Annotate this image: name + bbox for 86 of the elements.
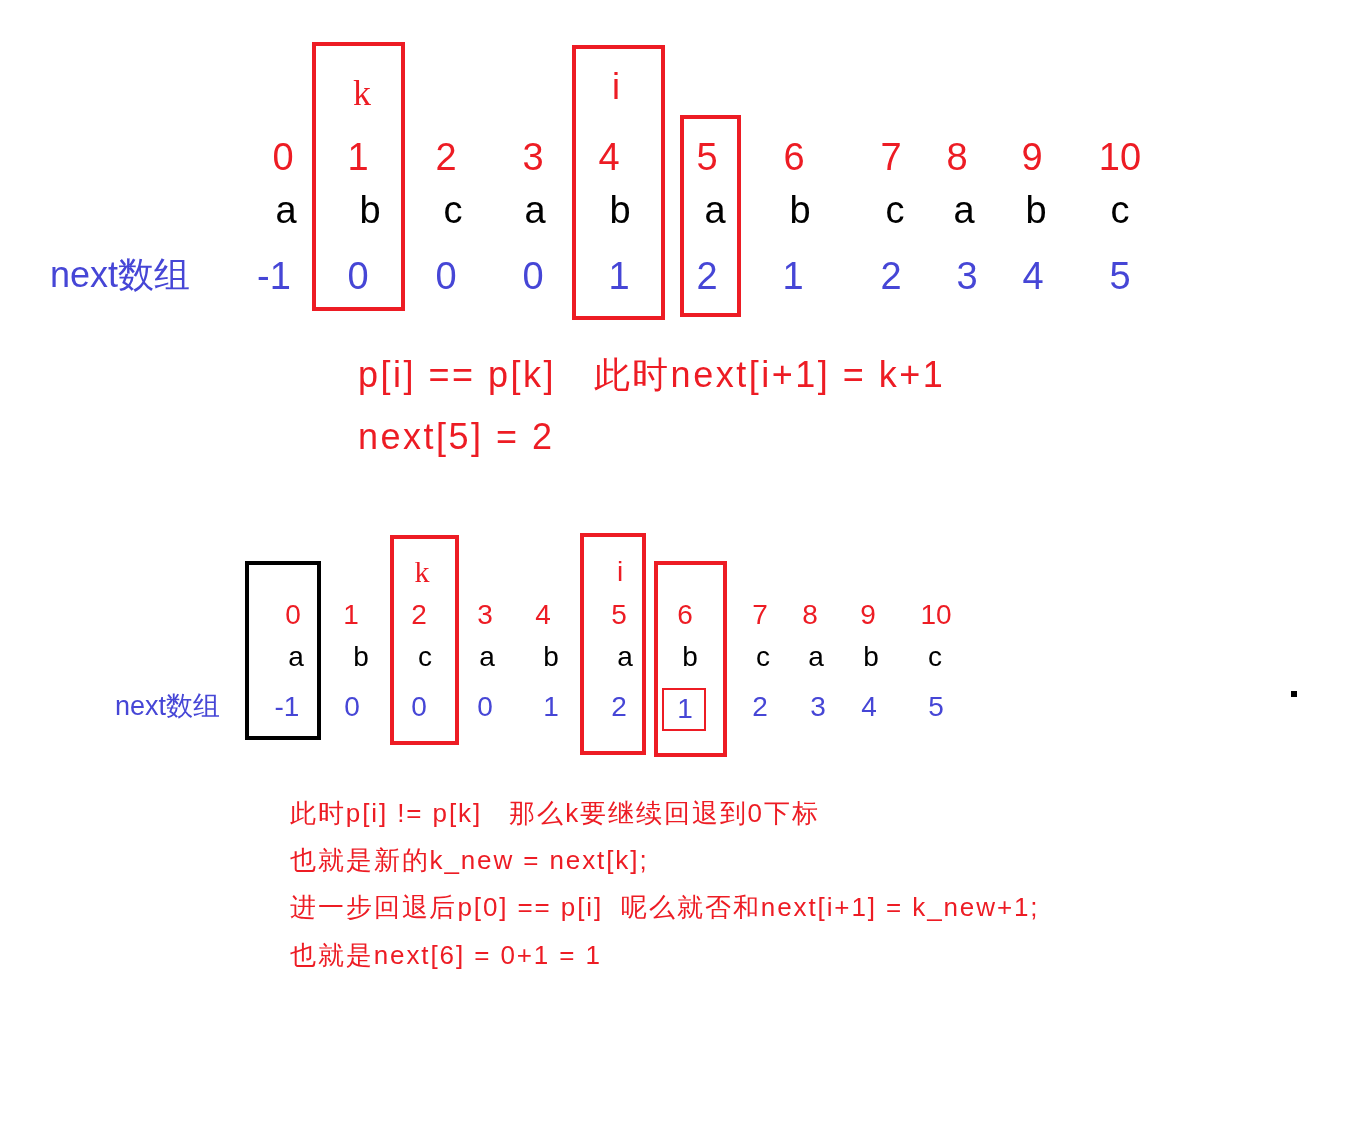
next-value: 2 xyxy=(696,257,718,295)
next-value: 0 xyxy=(347,257,369,295)
next-value: 3 xyxy=(810,693,826,721)
next-value: 5 xyxy=(1109,257,1131,295)
next-value: 0 xyxy=(522,257,544,295)
char-label: b xyxy=(1025,191,1047,229)
char-label: b xyxy=(543,643,559,671)
highlight-box xyxy=(662,688,706,731)
char-label: c xyxy=(756,643,770,671)
char-label: a xyxy=(953,191,975,229)
char-label: b xyxy=(863,643,879,671)
next-value: 4 xyxy=(1022,257,1044,295)
index-number: 1 xyxy=(347,138,369,176)
char-label: b xyxy=(609,191,631,229)
index-number: 9 xyxy=(860,601,876,629)
index-number: 7 xyxy=(880,138,902,176)
next-value: -1 xyxy=(274,693,300,721)
char-label: a xyxy=(617,643,633,671)
next-value: 0 xyxy=(435,257,457,295)
index-number: 3 xyxy=(522,138,544,176)
next-value: -1 xyxy=(257,257,291,295)
next-value: 0 xyxy=(477,693,493,721)
index-number: 8 xyxy=(802,601,818,629)
index-number: 2 xyxy=(411,601,427,629)
pointer-label: i xyxy=(616,558,624,586)
next-value: 2 xyxy=(752,693,768,721)
pointer-label: k xyxy=(414,557,430,587)
highlight-box xyxy=(312,42,405,311)
index-number: 9 xyxy=(1021,138,1043,176)
index-number: 10 xyxy=(1098,138,1142,176)
char-label: a xyxy=(288,643,304,671)
char-label: c xyxy=(928,643,942,671)
char-label: b xyxy=(682,643,698,671)
row-heading: next数组 xyxy=(50,257,191,293)
index-number: 4 xyxy=(598,138,620,176)
index-number: 2 xyxy=(435,138,457,176)
note-text: 也就是新的k_new = next[k]; xyxy=(290,847,649,873)
index-number: 6 xyxy=(677,601,693,629)
index-number: 5 xyxy=(696,138,718,176)
index-number: 0 xyxy=(272,138,294,176)
index-number: 3 xyxy=(477,601,493,629)
index-number: 10 xyxy=(920,601,952,629)
next-value: 1 xyxy=(608,257,630,295)
char-label: b xyxy=(789,191,811,229)
char-label: b xyxy=(353,643,369,671)
next-value: 0 xyxy=(344,693,360,721)
next-value: 2 xyxy=(880,257,902,295)
next-value: 2 xyxy=(611,693,627,721)
char-label: a xyxy=(275,191,297,229)
note-text: 进一步回退后p[0] == p[i] 呢么就否和next[i+1] = k_new+1; xyxy=(290,894,1040,920)
row-heading: next数组 xyxy=(115,692,221,720)
highlight-box xyxy=(572,45,665,320)
char-label: c xyxy=(418,643,432,671)
next-value: 4 xyxy=(861,693,877,721)
highlight-box xyxy=(580,533,646,755)
highlight-box xyxy=(245,561,321,740)
char-label: a xyxy=(704,191,726,229)
next-value: 0 xyxy=(411,693,427,721)
note-text: 此时p[i] != p[k] 那么k要继续回退到0下标 xyxy=(290,800,820,826)
index-number: 0 xyxy=(285,601,301,629)
note-text: next[5] = 2 xyxy=(358,419,555,455)
char-label: c xyxy=(443,191,463,229)
next-value: 1 xyxy=(677,695,693,723)
index-number: 5 xyxy=(611,601,627,629)
index-number: 4 xyxy=(535,601,551,629)
char-label: a xyxy=(479,643,495,671)
char-label: c xyxy=(1110,191,1130,229)
pointer-label: k xyxy=(353,75,371,111)
index-number: 7 xyxy=(752,601,768,629)
note-text: 也就是next[6] = 0+1 = 1 xyxy=(290,942,602,968)
next-value: 1 xyxy=(782,257,804,295)
index-number: 1 xyxy=(343,601,359,629)
index-number: 8 xyxy=(946,138,968,176)
index-number: 6 xyxy=(783,138,805,176)
highlight-box xyxy=(654,561,727,757)
next-value: 3 xyxy=(956,257,978,295)
note-text: p[i] == p[k] 此时next[i+1] = k+1 xyxy=(358,357,946,393)
char-label: b xyxy=(359,191,381,229)
highlight-box xyxy=(390,535,459,745)
next-value: 5 xyxy=(928,693,944,721)
char-label: a xyxy=(808,643,824,671)
char-label: a xyxy=(524,191,546,229)
next-value: 1 xyxy=(543,693,559,721)
pointer-label: i xyxy=(612,69,620,105)
highlight-box xyxy=(680,115,741,317)
char-label: c xyxy=(885,191,905,229)
